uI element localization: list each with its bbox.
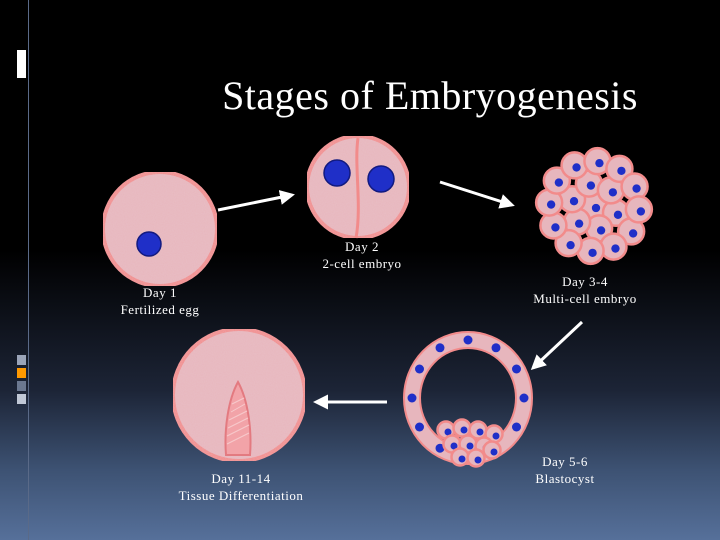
nucleus: [554, 178, 564, 187]
nucleus: [572, 163, 581, 172]
caption-day: Day 11-14: [211, 471, 271, 486]
nucleus: [569, 197, 579, 206]
arrow-day3-to-day5: [530, 320, 584, 371]
nucleus: [476, 428, 484, 436]
trophoblast-border: [403, 331, 533, 465]
nucleus: [466, 442, 474, 450]
caption-day: Day 2: [345, 239, 379, 254]
stage-multi-cell-embryo: [534, 146, 654, 266]
nucleus: [613, 210, 623, 219]
caption-day: Day 5-6: [542, 454, 588, 469]
trophoblast-nucleus: [435, 443, 445, 453]
nucleus: [636, 207, 646, 216]
trophoblast-nucleus: [491, 343, 501, 353]
accent-mark-orange: [17, 368, 26, 378]
nucleus: [632, 184, 641, 193]
nucleus: [450, 442, 458, 450]
caption-label: Fertilized egg: [120, 302, 200, 317]
nucleus: [136, 231, 162, 257]
caption-day-5-6: Day 5-6 Blastocyst: [510, 453, 620, 487]
arrow-day2-to-day3: [439, 180, 515, 209]
stage-tissue-differentiation: [171, 327, 307, 463]
trophoblast-nucleus: [463, 335, 473, 345]
nucleus: [490, 448, 498, 456]
nucleus: [611, 244, 620, 253]
nucleus: [551, 223, 560, 232]
nucleus: [460, 426, 468, 434]
trophoblast-nucleus: [511, 364, 521, 374]
nucleus: [617, 166, 626, 176]
trophoblast-nucleus: [407, 393, 417, 403]
primitive-streak: [224, 379, 252, 456]
trophoblast-nucleus: [415, 364, 425, 374]
nucleus: [458, 455, 466, 463]
left-rule: [28, 0, 29, 540]
nucleus: [367, 165, 395, 193]
nucleus: [444, 428, 452, 436]
trophoblast-nucleus: [519, 393, 529, 403]
accent-mark-light: [17, 394, 26, 404]
arrow-day1-to-day2: [217, 190, 295, 212]
caption-day-2: Day 2 2-cell embryo: [298, 238, 426, 272]
slide-title: Stages of Embryogenesis: [222, 73, 638, 118]
nucleus: [595, 158, 604, 168]
nucleus: [574, 219, 584, 228]
trophoblast-nucleus: [435, 343, 445, 353]
caption-label: Tissue Differentiation: [178, 488, 304, 503]
caption-day: Day 1: [143, 285, 177, 300]
accent-mark-gray: [17, 355, 26, 365]
nucleus: [596, 226, 606, 235]
caption-day-3-4: Day 3-4 Multi-cell embryo: [515, 273, 655, 307]
caption-label: Blastocyst: [535, 471, 595, 486]
trophoblast-nucleus: [511, 422, 521, 432]
stage-2-cell-embryo: [305, 134, 411, 240]
nucleus: [566, 240, 575, 250]
caption-day: Day 3-4: [562, 274, 608, 289]
nucleus: [608, 188, 618, 197]
nucleus: [586, 181, 596, 190]
caption-label: Multi-cell embryo: [533, 291, 637, 306]
stage-blastocyst: [403, 331, 533, 468]
nucleus: [492, 432, 500, 440]
nucleus: [323, 159, 351, 187]
nucleus: [591, 203, 601, 213]
nucleus: [628, 229, 638, 238]
stage-fertilized-egg: [101, 170, 219, 288]
caption-day-11-14: Day 11-14 Tissue Differentiation: [161, 470, 321, 504]
caption-label: 2-cell embryo: [322, 256, 402, 271]
accent-mark-slate: [17, 381, 26, 391]
caption-day-1: Day 1 Fertilized egg: [96, 284, 224, 318]
nucleus: [474, 456, 482, 464]
nucleus: [588, 248, 597, 258]
accent-mark-white: [17, 50, 26, 78]
nucleus: [546, 200, 556, 209]
trophoblast-nucleus: [415, 422, 425, 432]
